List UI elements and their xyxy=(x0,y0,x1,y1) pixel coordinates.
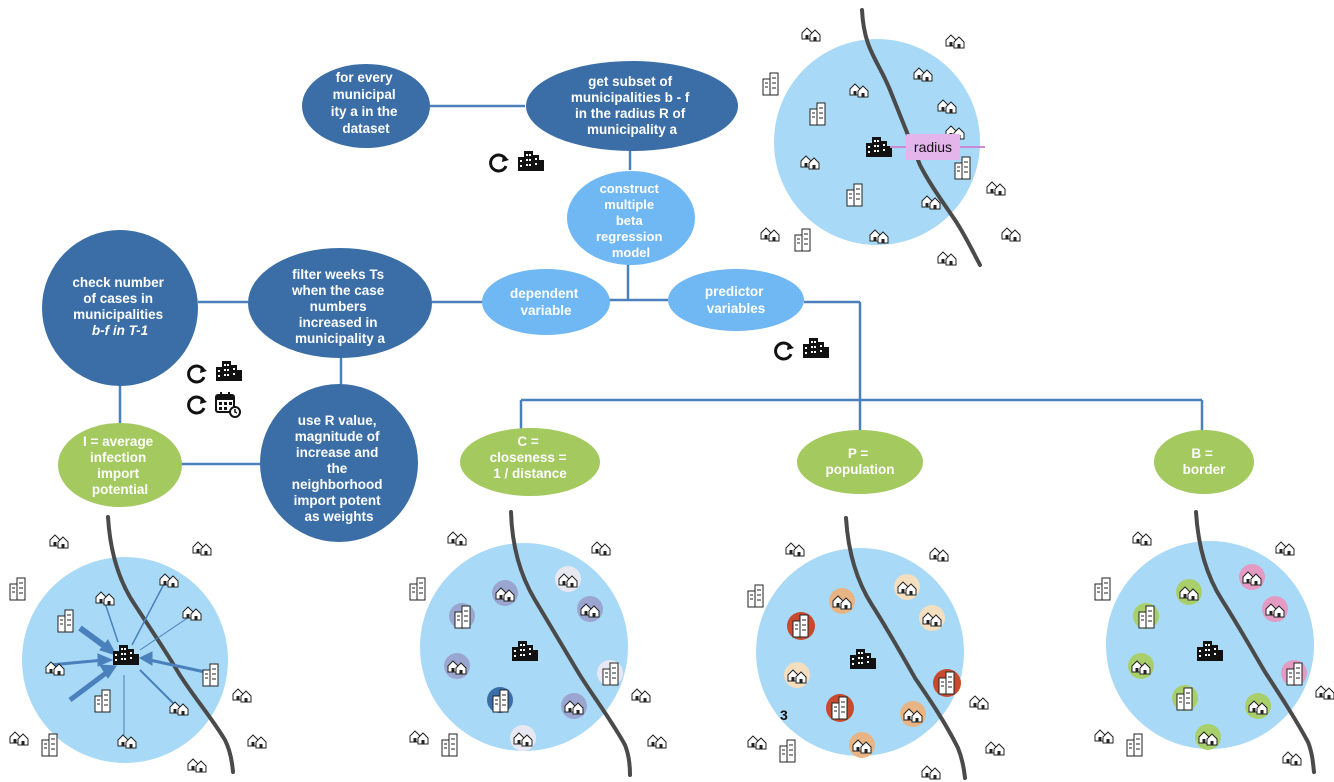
svg-text:C = closeness = 1: C = closeness = 1 / distance xyxy=(490,434,571,481)
node-line: increased in xyxy=(299,315,378,330)
node-check-cases: check number of cases in municipalities … xyxy=(42,230,198,386)
node-population: P = population xyxy=(797,430,923,494)
node-line: municipalities b - f xyxy=(571,90,690,105)
city-icon xyxy=(216,361,242,381)
radius-tag xyxy=(906,134,960,160)
node-line: I = average xyxy=(83,434,154,449)
node-line: the xyxy=(327,461,348,476)
node-line: 1 / distance xyxy=(493,466,567,481)
svg-text:for every municipal: for every municipal ity a in the dataset xyxy=(331,70,402,136)
svg-text:predictor variables: predictor variables xyxy=(705,284,767,316)
node-line: border xyxy=(1183,462,1227,477)
node-line: in the radius R of xyxy=(575,106,686,121)
node-predictor-variables: predictor variables xyxy=(668,269,804,331)
svg-text:check number of cases in: check number of cases in municipalities … xyxy=(72,275,167,338)
repeat-icon xyxy=(187,395,209,415)
count-label: 3 xyxy=(780,707,788,723)
node-line: ity a in the xyxy=(331,104,398,119)
node-line: use R value, xyxy=(298,413,377,428)
import-potential-map xyxy=(9,515,267,774)
node-line: neighborhood xyxy=(292,477,383,492)
node-average-import-potential: I = average infection import potential xyxy=(58,423,182,507)
node-line: B = xyxy=(1191,446,1213,461)
svg-text:construct multiple: construct multiple beta regression model xyxy=(596,181,666,260)
repeat-icon xyxy=(187,364,209,384)
node-line: dependent xyxy=(510,286,579,301)
svg-text:dependent variable: dependent variable xyxy=(510,286,582,318)
node-line: variable xyxy=(520,303,572,318)
node-line: predictor xyxy=(705,284,764,299)
node-line: regression xyxy=(596,229,663,244)
node-line: P = xyxy=(848,446,869,461)
node-line: of cases in xyxy=(83,291,153,306)
svg-text:get subset of municipali: get subset of municipalities b - f in th… xyxy=(571,74,693,137)
node-for-every-municipality: for every municipal ity a in the dataset xyxy=(302,64,430,148)
node-construct-model: construct multiple beta regression model xyxy=(567,171,695,265)
node-closeness: C = closeness = 1 / distance xyxy=(460,428,600,496)
node-line: when the case xyxy=(291,283,385,298)
svg-text:I = average infection: I = average infection import potential xyxy=(83,434,157,497)
node-line: multiple xyxy=(604,197,654,212)
svg-text:use R value, magnitude o: use R value, magnitude of increase and t… xyxy=(292,413,387,524)
node-line: C = xyxy=(517,434,539,449)
node-line: population xyxy=(826,462,895,477)
node-line: construct xyxy=(600,181,660,196)
border-map xyxy=(1094,510,1334,774)
node-filter-weeks: filter weeks Ts when the case numbers in… xyxy=(248,248,432,358)
node-line: municipal xyxy=(333,87,396,102)
node-line: for every xyxy=(336,70,394,85)
svg-text:B = border: B = border xyxy=(1183,446,1227,477)
node-line: model xyxy=(612,245,650,260)
node-line: municipality a xyxy=(295,331,386,346)
radius-map: radius xyxy=(760,8,1021,267)
node-use-r-value: use R value, magnitude of increase and t… xyxy=(260,384,418,542)
city-icon xyxy=(803,338,829,358)
node-line: beta xyxy=(616,213,644,228)
node-line: closeness = xyxy=(490,450,567,465)
radius-label: radius xyxy=(914,139,952,155)
node-line: get subset of xyxy=(588,74,673,89)
node-line: municipalities xyxy=(73,307,163,322)
node-line: check number xyxy=(72,275,164,290)
node-dependent-variable: dependent variable xyxy=(482,269,610,335)
node-line: as weights xyxy=(304,509,373,524)
node-line: dataset xyxy=(342,121,390,136)
node-line: variables xyxy=(707,301,766,316)
node-line: numbers xyxy=(310,299,367,314)
node-line: increase and xyxy=(296,445,379,460)
node-border: B = border xyxy=(1154,430,1254,494)
node-line: magnitude of xyxy=(295,429,380,444)
connector-lines xyxy=(118,104,1204,466)
node-line: infection xyxy=(90,450,146,465)
closeness-map xyxy=(409,510,667,777)
population-map: 3 xyxy=(747,516,1005,780)
repeat-icon xyxy=(489,153,511,173)
svg-text:P = population: P = population xyxy=(826,446,895,477)
calendar-clock-icon xyxy=(215,391,241,418)
repeat-icon xyxy=(774,341,796,361)
node-line: filter weeks Ts xyxy=(292,267,384,282)
node-line: import xyxy=(97,466,140,481)
node-line: potential xyxy=(92,482,148,497)
node-line: b-f in T-1 xyxy=(92,323,148,338)
node-line: import potent xyxy=(294,493,381,508)
city-icon xyxy=(518,151,544,171)
node-line: municipality a xyxy=(587,122,678,137)
svg-text:filter weeks Ts when the: filter weeks Ts when the case numbers in… xyxy=(291,267,388,346)
node-get-subset: get subset of municipalities b - f in th… xyxy=(526,61,738,151)
